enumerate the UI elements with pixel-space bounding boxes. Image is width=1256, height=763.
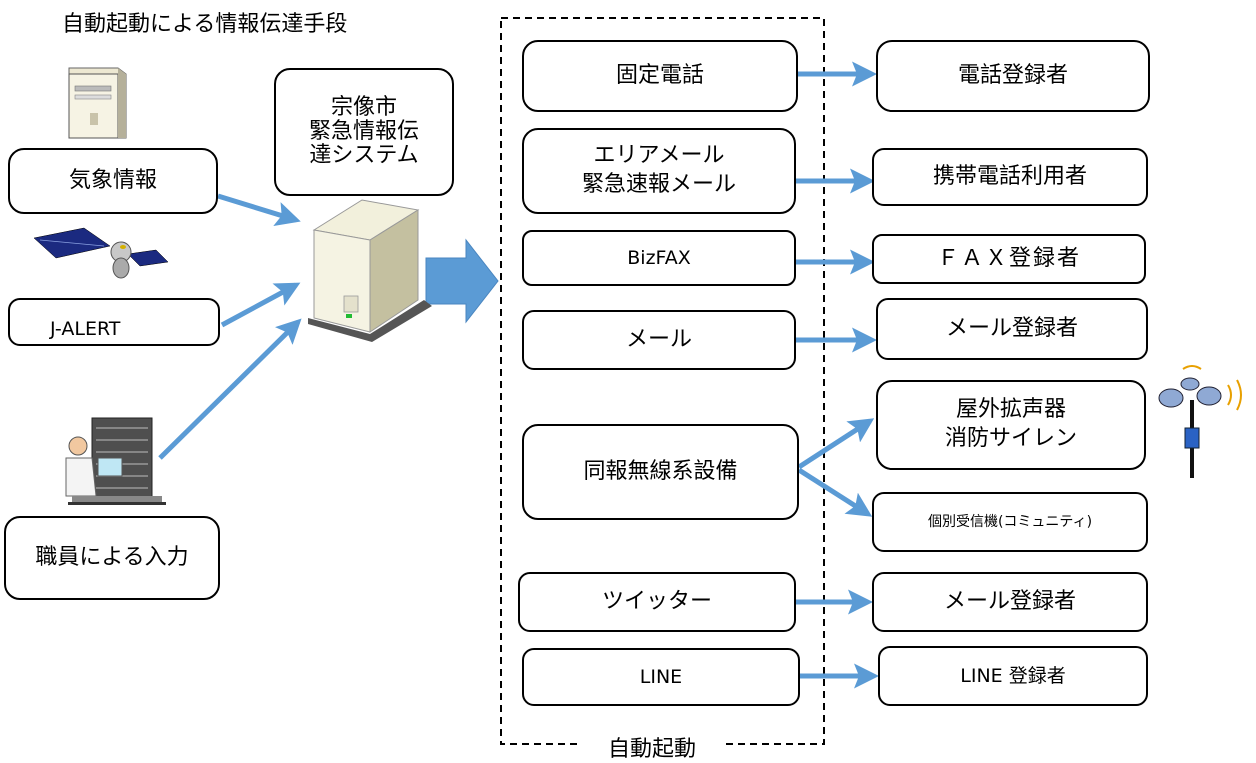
channel-line: LINE [522, 648, 800, 706]
central-server-icon [308, 199, 432, 342]
channel-radio-label: 同報無線系設備 [583, 458, 738, 484]
arrow-radio-outdoor [797, 418, 875, 470]
channel-twitter-label: ツイッター [601, 588, 712, 614]
target-outdoor: 屋外拡声器 消防サイレン [876, 380, 1146, 470]
target-phone: 電話登録者 [876, 40, 1150, 112]
big-arrow [425, 238, 499, 324]
target-mobile-label: 携帯電話利用者 [932, 163, 1087, 189]
channel-bizfax: BizFAX [522, 230, 796, 286]
target-twitter-mail-label: メール登録者 [943, 588, 1076, 614]
channel-landline: 固定電話 [522, 40, 798, 112]
arrow-jalert-to-system [220, 282, 301, 328]
auto-start-label: 自動起動 [580, 731, 725, 763]
system-box: 宗像市 緊急情報伝 達システム [274, 68, 454, 196]
channel-landline-label: 固定電話 [615, 62, 704, 88]
target-phone-label: 電話登録者 [957, 62, 1068, 88]
target-receiver-label: 個別受信機(コミュニティ) [927, 513, 1093, 530]
target-fax-label: ＦＡＸ登録者 [936, 245, 1081, 271]
staff-input-label: 職員による入力 [35, 544, 189, 570]
satellite-icon [33, 227, 169, 279]
channel-area-mail: エリアメール 緊急速報メール [522, 128, 796, 214]
weather-info-box: 気象情報 [8, 148, 218, 214]
operator-icon [65, 417, 166, 505]
target-line-label: LINE 登録者 [960, 664, 1066, 687]
channel-line-label: LINE [639, 665, 683, 688]
auto-start-group-border [500, 17, 825, 745]
target-fax: ＦＡＸ登録者 [872, 234, 1146, 284]
system-name-line2: 緊急情報伝 [308, 118, 419, 144]
channel-area-mail-line2: 緊急速報メール [581, 172, 736, 197]
arrow-staff-to-system [158, 318, 302, 460]
channel-bizfax-label: BizFAX [627, 246, 691, 269]
staff-input-box: 職員による入力 [4, 516, 220, 600]
channel-area-mail-line1: エリアメール [593, 143, 725, 169]
channel-twitter: ツイッター [518, 572, 796, 632]
jalert-box: J-ALERT [8, 298, 220, 346]
target-outdoor-line2: 消防サイレン [944, 426, 1077, 451]
target-line: LINE 登録者 [878, 646, 1148, 706]
target-receiver: 個別受信機(コミュニティ) [872, 492, 1148, 552]
system-name-line3: 達システム [309, 143, 419, 169]
server-icon [68, 67, 127, 139]
channel-mail: メール [522, 310, 796, 370]
channel-mail-label: メール [625, 326, 692, 352]
arrow-weather-to-system [217, 193, 301, 227]
jalert-label: J-ALERT [50, 318, 121, 341]
weather-info-label: 気象情報 [68, 167, 157, 193]
system-name-line1: 宗像市 [330, 94, 397, 120]
target-twitter-mail: メール登録者 [872, 572, 1148, 632]
outdoor-speaker-icon [1129, 365, 1242, 478]
target-outdoor-line1: 屋外拡声器 [955, 397, 1066, 423]
target-mail-label: メール登録者 [945, 315, 1078, 341]
arrow-radio-receiver [797, 467, 873, 517]
target-mail: メール登録者 [876, 298, 1148, 360]
page-title: 自動起動による情報伝達手段 [62, 12, 348, 37]
channel-radio: 同報無線系設備 [522, 424, 799, 520]
target-mobile: 携帯電話利用者 [872, 148, 1148, 206]
